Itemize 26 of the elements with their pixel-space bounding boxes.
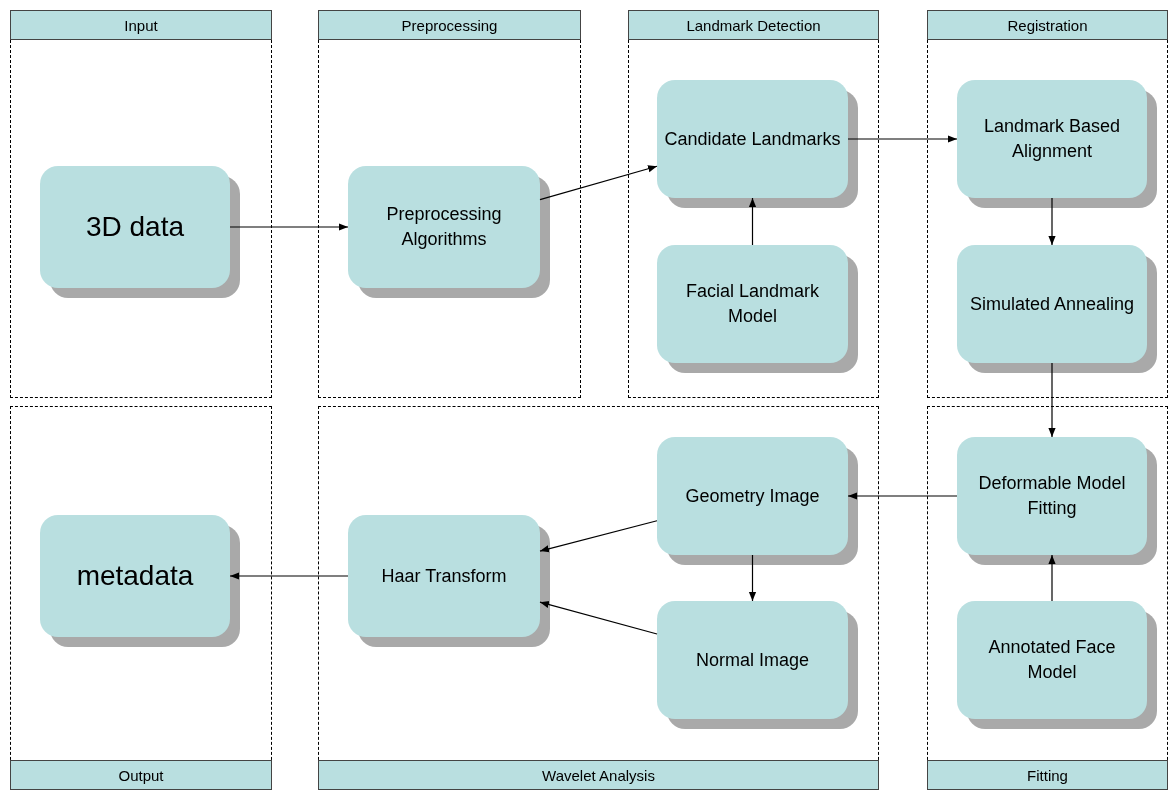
- lane-header: Output: [10, 760, 272, 790]
- lane-header: Input: [10, 10, 272, 40]
- lane-header: Registration: [927, 10, 1168, 40]
- swimlane: [10, 406, 272, 790]
- arrow: [748, 554, 757, 602]
- swimlane: [318, 10, 581, 398]
- arrow: [539, 520, 658, 553]
- arrow: [847, 492, 958, 500]
- arrow: [229, 572, 349, 580]
- arrow: [539, 601, 658, 635]
- arrow: [229, 223, 349, 231]
- lane-header: Preprocessing: [318, 10, 581, 40]
- arrow: [539, 165, 658, 201]
- swimlane: [628, 10, 879, 398]
- lane-header: Fitting: [927, 760, 1168, 790]
- arrow: [1048, 362, 1056, 438]
- lane-header: Landmark Detection: [628, 10, 879, 40]
- arrow: [1048, 554, 1056, 602]
- arrow: [1048, 197, 1056, 246]
- arrow: [847, 135, 958, 143]
- swimlane: [318, 406, 879, 790]
- swimlane: [927, 10, 1168, 398]
- swimlane: [10, 10, 272, 398]
- arrow: [748, 197, 757, 246]
- lane-header: Wavelet Analysis: [318, 760, 879, 790]
- swimlane: [927, 406, 1168, 790]
